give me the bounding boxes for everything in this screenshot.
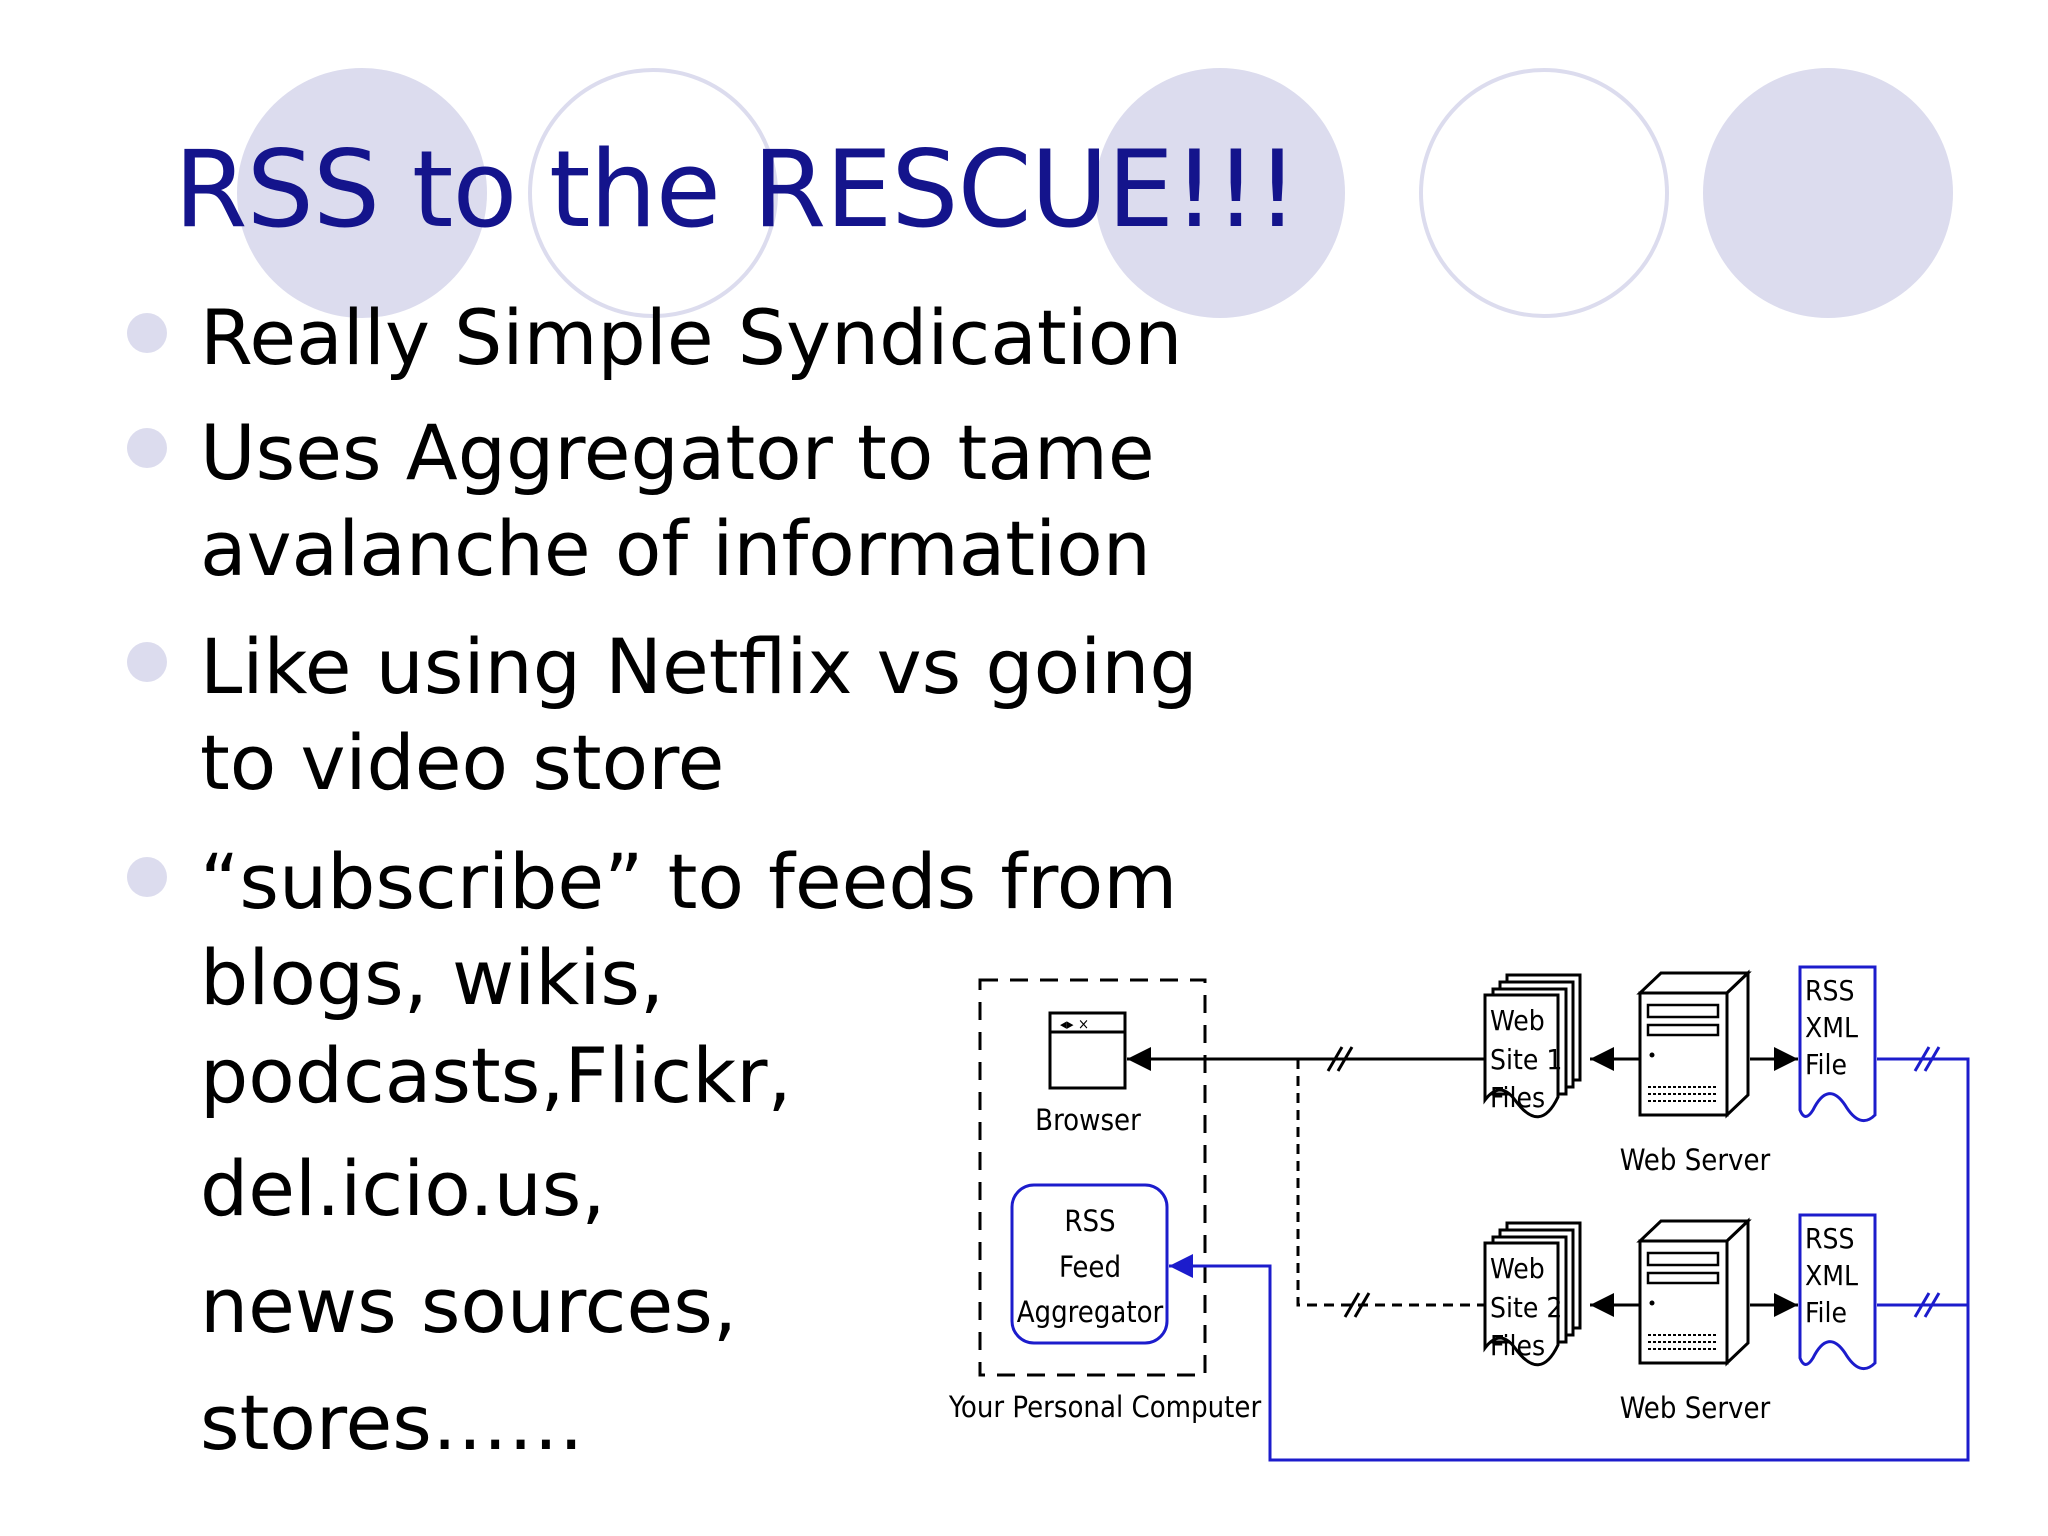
browser-icon: ◂▸ × — [1048, 1011, 1127, 1090]
rss-xml-1-label-3: File — [1805, 1048, 1847, 1081]
bullet-4-line-6: stores…… — [200, 1378, 584, 1467]
bullet-1-dot — [127, 313, 167, 353]
bullet-2-line-2: avalanche of information — [200, 504, 1151, 593]
bullet-3-line-2: to video store — [200, 718, 725, 807]
decor-circle-4 — [1419, 68, 1669, 318]
bullet-3-dot — [127, 642, 167, 682]
rss-xml-1-label-2: XML — [1805, 1011, 1858, 1044]
web-site-2-files-icon — [1483, 1221, 1582, 1367]
bullet-4-line-2: blogs, wikis, — [200, 933, 665, 1022]
bullet-4-line-4: del.icio.us, — [200, 1144, 606, 1233]
decor-circle-1 — [237, 68, 487, 318]
web-server-1-icon — [1636, 969, 1752, 1119]
site1-label-1: Web — [1490, 1004, 1545, 1037]
bullet-4-line-1: “subscribe” to feeds from — [200, 837, 1178, 926]
site2-label-3: Files — [1490, 1329, 1545, 1362]
slide-title: RSS to the RESCUE!!! — [174, 128, 1299, 251]
browser-label: Browser — [1035, 1103, 1141, 1137]
rss-feed-aggregator-box — [1010, 1183, 1169, 1345]
personal-computer-box — [978, 978, 1207, 1377]
rss-xml-file-1-icon — [1798, 965, 1877, 1123]
site1-label-2: Site 1 — [1490, 1043, 1562, 1076]
bullet-2-line-1: Uses Aggregator to tame — [200, 408, 1155, 497]
rss-xml-1-label-1: RSS — [1805, 974, 1855, 1007]
rss-xml-file-2-icon — [1798, 1213, 1877, 1371]
site1-label-3: Files — [1490, 1081, 1545, 1114]
bullet-4-dot — [127, 857, 167, 897]
bullet-4-line-5: news sources, — [200, 1261, 737, 1350]
bullet-2-dot — [127, 428, 167, 468]
bullet-4-line-3: podcasts,Flickr, — [200, 1031, 792, 1120]
web-server-1-label: Web Server — [1620, 1143, 1771, 1177]
rss-xml-2-label-1: RSS — [1805, 1222, 1855, 1255]
site2-label-1: Web — [1490, 1252, 1545, 1285]
rss-diagram: Your Personal Computer ◂▸ × Browser RSS … — [948, 965, 1970, 1462]
aggregator-label-3: Aggregator — [1017, 1295, 1164, 1329]
decor-circle-3 — [1095, 68, 1345, 318]
svg-text:◂▸ ×: ◂▸ × — [1060, 1015, 1089, 1033]
feed-path-1 — [1169, 1057, 1970, 1462]
aggregator-label-1: RSS — [1064, 1204, 1115, 1238]
decor-circle-5 — [1703, 68, 1953, 318]
rss-xml-2-label-2: XML — [1805, 1259, 1858, 1292]
site2-label-2: Site 2 — [1490, 1291, 1562, 1324]
web-server-2-label: Web Server — [1620, 1391, 1771, 1425]
bullet-1-line-1: Really Simple Syndication — [200, 293, 1183, 382]
personal-computer-label: Your Personal Computer — [948, 1390, 1262, 1424]
rss-xml-2-label-3: File — [1805, 1296, 1847, 1329]
decor-circle-2 — [528, 68, 778, 318]
aggregator-label-2: Feed — [1059, 1250, 1121, 1284]
web-server-2-icon — [1636, 1217, 1752, 1367]
bullet-3-line-1: Like using Netflix vs going — [200, 622, 1198, 711]
web-site-1-files-icon — [1483, 973, 1582, 1119]
